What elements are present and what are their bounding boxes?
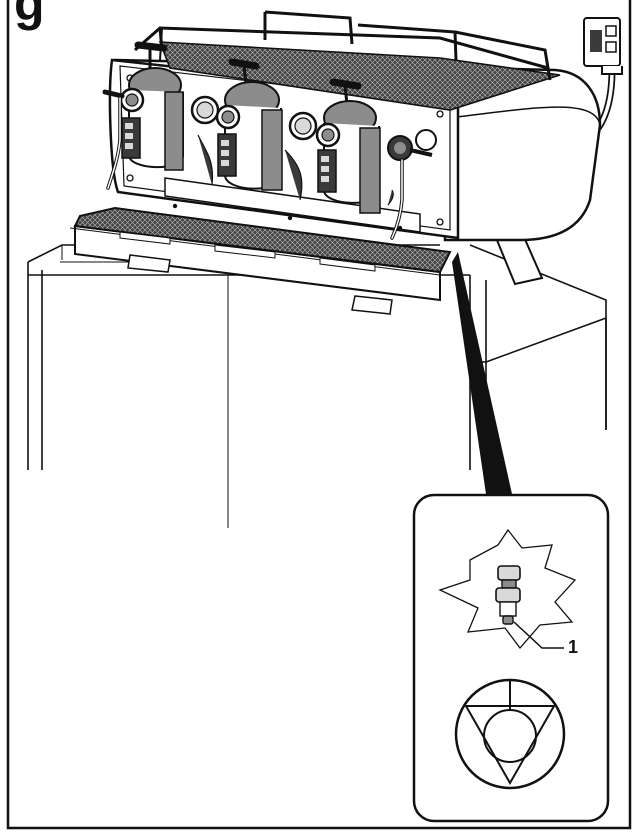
inset-detail [412,493,610,823]
level-indicator-icon [454,678,566,790]
group-head-left [102,41,184,171]
zoom-leader [452,252,512,494]
group-heads [102,41,437,214]
drip-tray [69,206,452,315]
adjustable-foot [495,565,521,625]
steam-wand-highlight [107,97,403,239]
figure-label: g [14,0,45,31]
counter [27,244,607,528]
figure-frame [6,0,632,830]
group-head-right [284,78,437,214]
callout-leader [513,621,564,649]
group-head-center [190,58,283,191]
cup-warmer-rail [134,10,552,81]
callout-number: 1 [568,637,579,657]
